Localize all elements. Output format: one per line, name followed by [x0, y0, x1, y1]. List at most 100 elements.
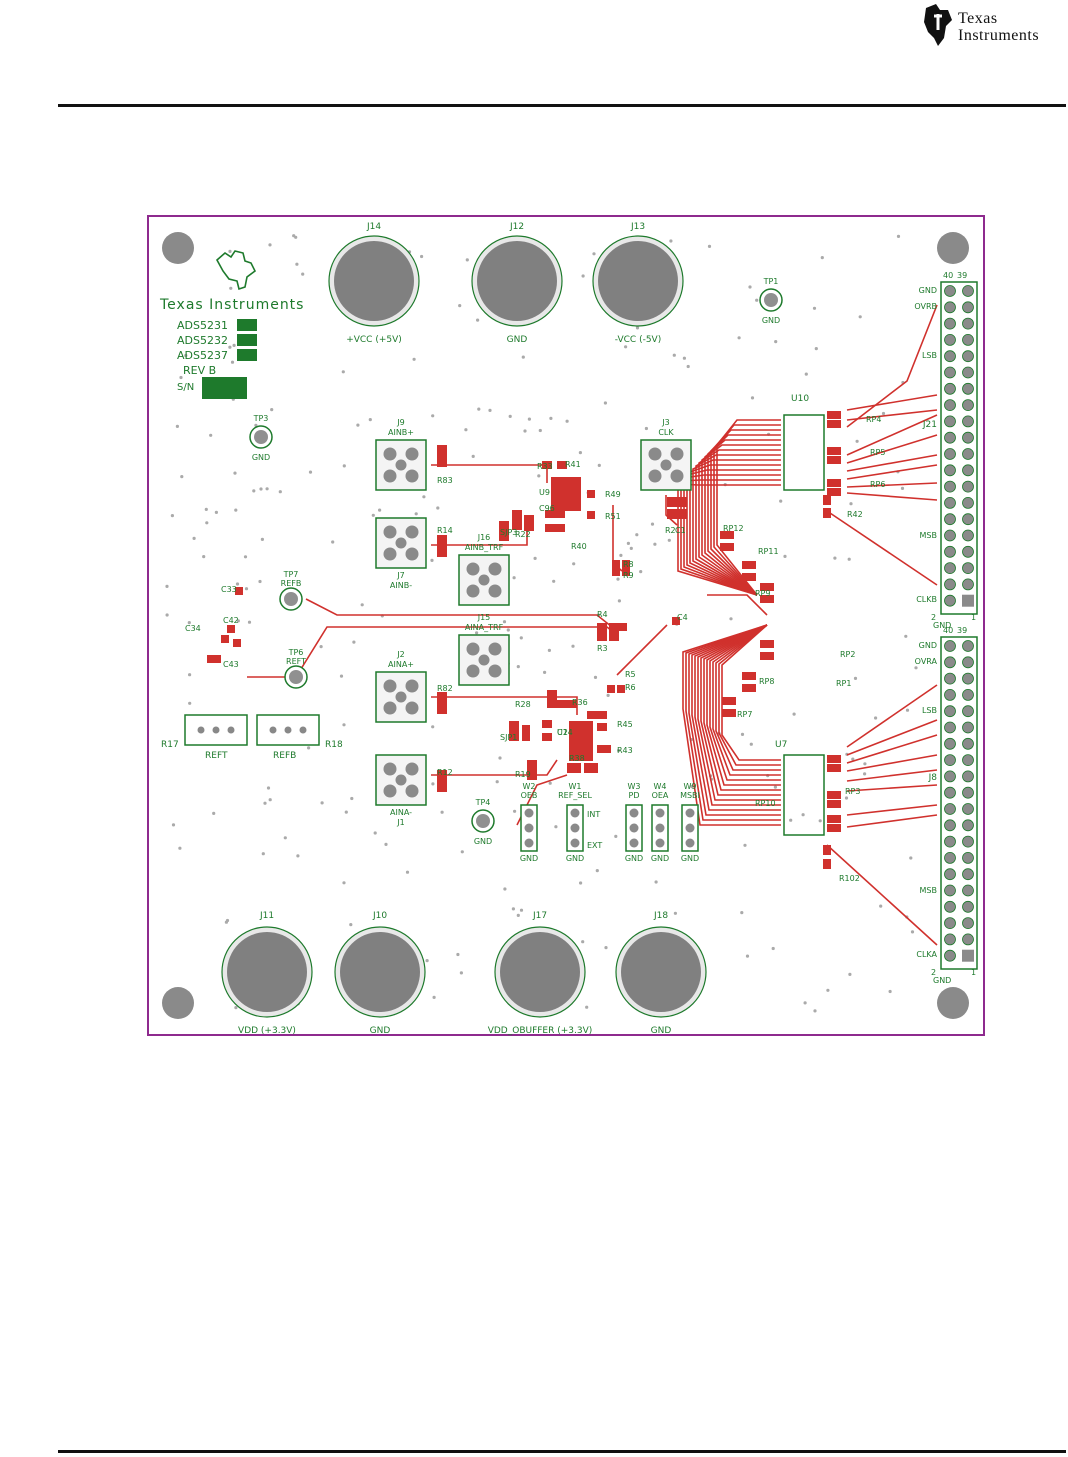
- connector-hole: [500, 932, 580, 1012]
- via: [233, 471, 237, 475]
- via: [268, 798, 272, 802]
- smd-pad: [542, 461, 552, 469]
- header-pin: [944, 754, 956, 766]
- test-point-label: GND: [762, 316, 780, 325]
- pot-r17: [184, 714, 248, 746]
- via: [475, 631, 479, 635]
- test-point-ref: TP3: [253, 414, 269, 423]
- header-signal-label: GND: [919, 641, 937, 650]
- component-ref: RP9: [755, 589, 770, 598]
- smd-pad: [827, 824, 841, 832]
- via: [373, 831, 377, 835]
- component-ref: R6: [625, 683, 636, 692]
- smd-pad: [499, 521, 509, 541]
- header-pin: [944, 705, 956, 718]
- via: [905, 708, 910, 712]
- via: [801, 813, 805, 817]
- smd-pad: [760, 652, 774, 660]
- sma-pin: [466, 664, 480, 678]
- smd-pad: [827, 488, 841, 496]
- sma-pin: [383, 679, 397, 693]
- header-pin: [944, 786, 956, 799]
- sma-pin: [405, 784, 419, 798]
- via: [565, 419, 569, 423]
- trace: [616, 624, 668, 676]
- trace: [715, 624, 781, 771]
- trace: [709, 624, 781, 781]
- header-pin: [944, 382, 956, 395]
- jumper-mid-label: INT: [587, 810, 600, 819]
- via: [476, 318, 480, 322]
- sma-ref: J7: [396, 571, 404, 580]
- component-ref: RP7: [737, 710, 752, 719]
- smd-pad: [742, 561, 756, 569]
- test-point-ref: TP6: [288, 648, 304, 657]
- ic-u10: [783, 414, 825, 491]
- connector-hole: [598, 241, 678, 321]
- trace: [700, 624, 781, 796]
- board-rev: REV B: [183, 364, 216, 377]
- via: [236, 619, 240, 623]
- jumpers: W2OEBGNDW1REF_SELGNDINTEXTW3PDGNDW4OEAGN…: [520, 782, 700, 863]
- part-checkbox: [237, 334, 257, 346]
- via: [436, 506, 440, 510]
- component-ref: R3: [597, 644, 608, 653]
- header-pin: [944, 656, 956, 669]
- via: [477, 407, 481, 411]
- sma-ref: J9: [396, 418, 404, 427]
- via: [527, 417, 531, 421]
- connector-label: GND: [370, 1026, 391, 1036]
- trace: [826, 510, 938, 586]
- header-pin: [962, 317, 974, 330]
- jumper-pin: [655, 838, 665, 848]
- via: [888, 989, 892, 994]
- header-pin: [962, 448, 974, 460]
- header-signal-label: OVRB: [914, 302, 937, 311]
- via: [431, 782, 435, 786]
- test-point-hole: [764, 293, 778, 307]
- via: [812, 306, 817, 310]
- header-pin-number: 1: [971, 968, 976, 977]
- component-ref: R36: [572, 698, 588, 707]
- trace: [846, 409, 938, 421]
- smd-pad: [584, 763, 598, 773]
- sma-center: [395, 774, 407, 786]
- header-pin: [944, 900, 956, 913]
- sma-label: AINB+: [388, 428, 414, 437]
- smd-pad: [227, 625, 235, 633]
- board-brand: Texas Instruments: [159, 297, 304, 313]
- trace: [846, 414, 938, 456]
- header-pin-number: 1: [971, 613, 976, 622]
- test-point-hole: [476, 814, 490, 828]
- header-pin: [944, 884, 956, 897]
- jumper-ref: W3: [628, 782, 641, 791]
- header-pin: [962, 640, 974, 652]
- smd-pad: [557, 461, 567, 469]
- sma-label: CLK: [658, 428, 674, 437]
- ti-logo: Texas Instruments: [920, 2, 1066, 52]
- smd-pad: [542, 720, 552, 728]
- via: [234, 508, 238, 512]
- via: [814, 347, 818, 351]
- header-pin: [962, 672, 974, 685]
- smd-pad: [437, 535, 447, 557]
- via: [503, 887, 507, 891]
- via: [295, 262, 299, 266]
- smd-pad: [545, 510, 565, 518]
- part-ads5232: ADS5232: [177, 334, 228, 347]
- header-pin: [944, 562, 956, 575]
- test-point-label: REFB: [281, 579, 302, 588]
- smd-pad: [617, 685, 625, 693]
- trace: [846, 394, 938, 411]
- smd-pad: [827, 791, 841, 799]
- trace: [707, 594, 768, 616]
- smd-pad: [827, 411, 841, 419]
